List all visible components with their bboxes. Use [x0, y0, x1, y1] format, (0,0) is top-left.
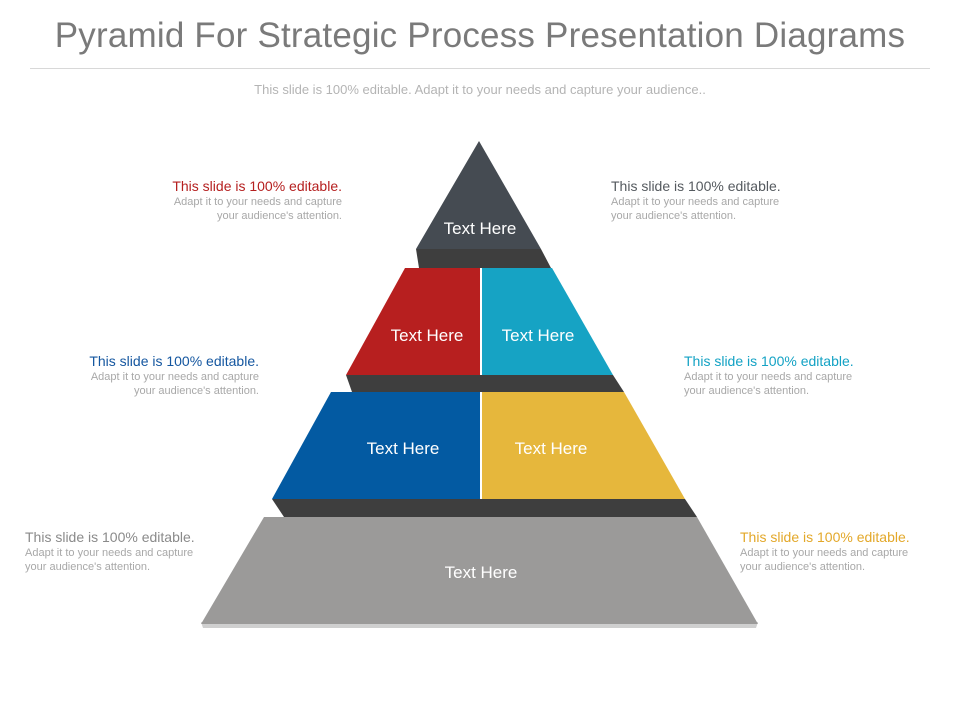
- note-body-line: Adapt it to your needs and capture: [740, 547, 909, 559]
- note-body-line: Adapt it to your needs and capture: [611, 196, 780, 208]
- note-heading: This slide is 100% editable.: [89, 353, 259, 369]
- cyan-segment-label: Text Here: [502, 326, 575, 345]
- note-body-line: your audience's attention.: [216, 210, 342, 222]
- note-body-line: Adapt it to your needs and capture: [25, 547, 194, 559]
- note-body-line: Adapt it to your needs and capture: [684, 371, 853, 383]
- base-segment-label: Text Here: [445, 563, 518, 582]
- note-body-line: your audience's attention.: [740, 561, 866, 573]
- note-heading: This slide is 100% editable.: [25, 529, 195, 545]
- note-body-line: your audience's attention.: [25, 561, 151, 573]
- note-top-right: This slide is 100% editable. Adapt it to…: [611, 178, 841, 223]
- note-body-line: your audience's attention.: [611, 210, 737, 222]
- top-segment-label: Text Here: [444, 219, 517, 238]
- tier-shadow-2: [346, 375, 624, 392]
- tier-shadow-3: [272, 499, 697, 517]
- red-segment-label: Text Here: [391, 326, 464, 345]
- pyramid-base-segment[interactable]: [201, 517, 758, 624]
- note-heading: This slide is 100% editable.: [684, 353, 854, 369]
- note-heading: This slide is 100% editable.: [172, 178, 342, 194]
- note-body-line: Adapt it to your needs and capture: [90, 371, 259, 383]
- pyramid-cyan-segment[interactable]: [482, 268, 613, 375]
- tier-shadow-1: [416, 249, 551, 268]
- note-body-line: your audience's attention.: [684, 385, 810, 397]
- blue-segment-label: Text Here: [367, 439, 440, 458]
- title-divider: [30, 68, 930, 69]
- note-body-line: your audience's attention.: [133, 385, 259, 397]
- pyramid-blue-segment[interactable]: [272, 392, 480, 499]
- note-bottom-right: This slide is 100% editable. Adapt it to…: [740, 529, 960, 574]
- note-heading: This slide is 100% editable.: [740, 529, 910, 545]
- pyramid-top-segment[interactable]: [416, 141, 541, 249]
- pyramid-yellow-segment[interactable]: [482, 392, 685, 499]
- slide-subtitle: This slide is 100% editable. Adapt it to…: [254, 82, 706, 97]
- note-body-line: Adapt it to your needs and capture: [173, 196, 342, 208]
- note-heading: This slide is 100% editable.: [611, 178, 781, 194]
- pyramid-red-segment[interactable]: [346, 268, 480, 375]
- yellow-segment-label: Text Here: [515, 439, 588, 458]
- note-middle-right: This slide is 100% editable. Adapt it to…: [684, 353, 914, 398]
- note-bottom-left: This slide is 100% editable. Adapt it to…: [25, 529, 255, 574]
- slide-title: Pyramid For Strategic Process Presentati…: [54, 16, 906, 55]
- note-middle-left: This slide is 100% editable. Adapt it to…: [29, 353, 259, 398]
- note-top-left: This slide is 100% editable. Adapt it to…: [112, 178, 342, 223]
